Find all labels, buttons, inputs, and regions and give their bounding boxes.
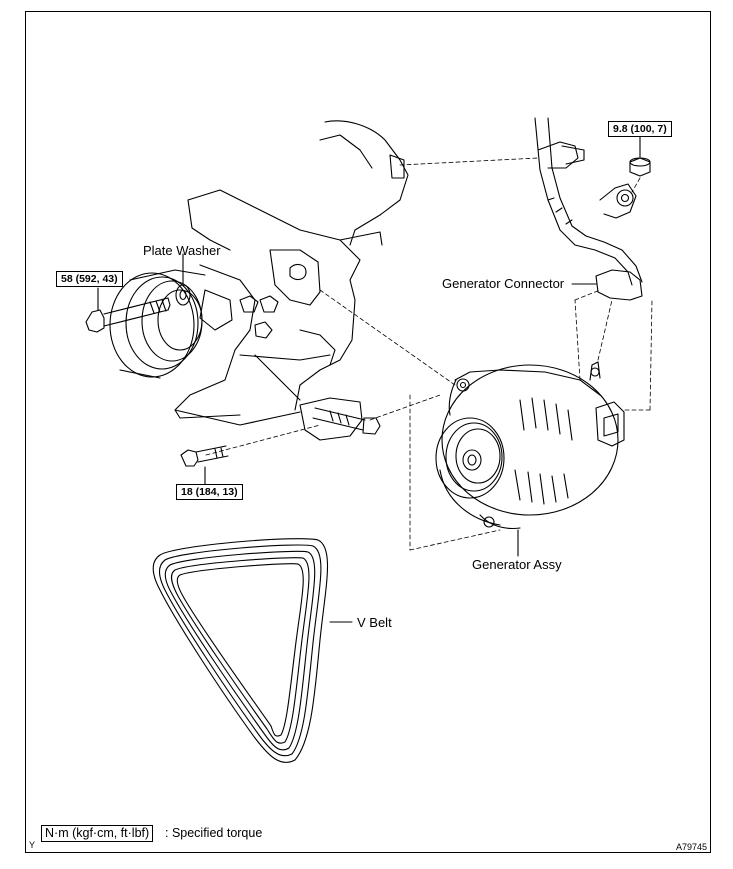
upper-bolt [85,287,171,333]
v-belt [152,538,353,763]
engine-block [174,120,409,441]
terminal-nut [629,136,651,177]
generator-connector-label: Generator Connector [442,276,565,291]
lower-bolt-torque: 18 (184, 13) [176,484,243,500]
torque-legend-text: : Specified torque [165,826,263,840]
corner-mark-left: Y [29,840,36,850]
figure-id: A79745 [676,842,708,852]
figure-frame [25,11,711,853]
plate-washer-label: Plate Washer [143,243,221,258]
alignment-lines [205,157,653,551]
generator-assembly [435,361,625,557]
lower-bolt [180,445,229,485]
adjusting-bolt [312,407,381,435]
nut-torque: 9.8 (100, 7) [608,121,672,137]
generator-assy-label: Generator Assy [472,557,562,572]
upper-bolt-torque: 58 (592, 43) [56,271,123,287]
v-belt-label: V Belt [357,615,392,630]
torque-unit-legend: N·m (kgf·cm, ft·lbf) [41,825,154,842]
wire-harness [534,117,643,301]
plate-washer [175,253,191,306]
crank-pulley [109,269,206,379]
